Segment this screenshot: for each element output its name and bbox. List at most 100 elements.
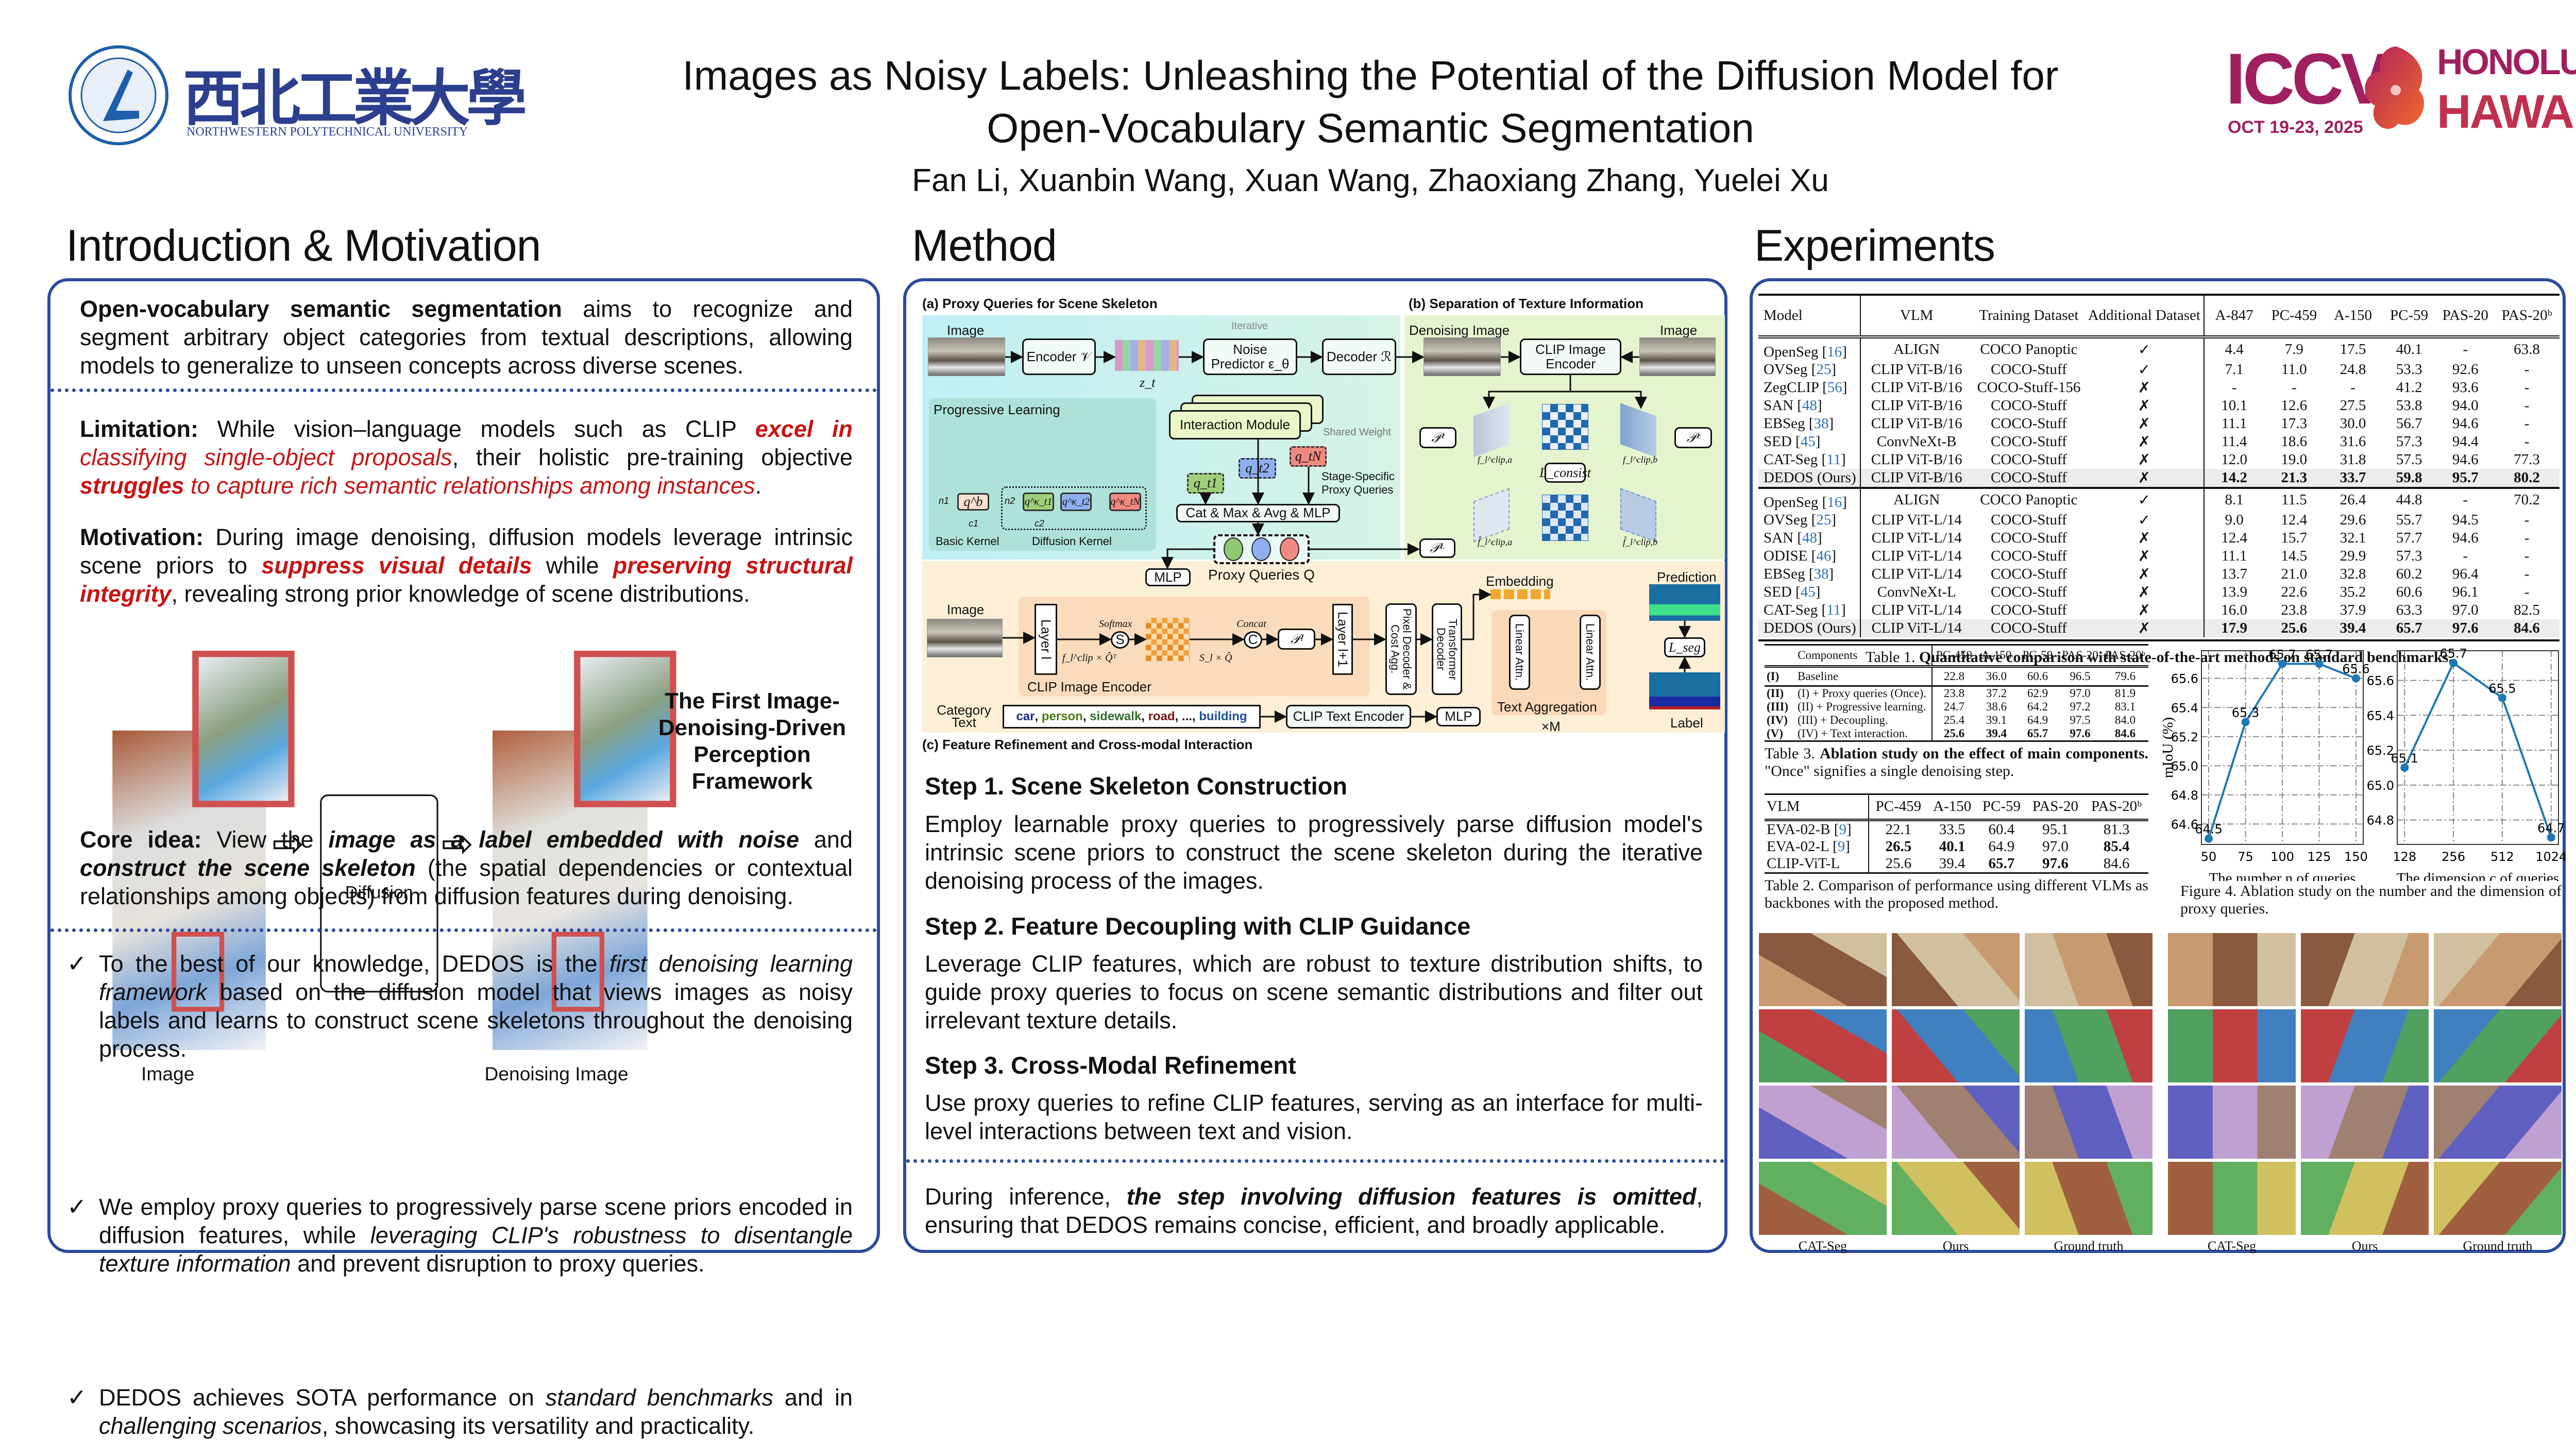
plot-frame bbox=[2397, 650, 2559, 845]
image-label: Image bbox=[1660, 323, 1698, 338]
citation-link[interactable]: 9 bbox=[1837, 838, 1845, 855]
qualitative-caption: Ground truth bbox=[2463, 1239, 2533, 1253]
step-3-title: Step 3. Cross-Modal Refinement bbox=[925, 1052, 1296, 1079]
table-cell: 62.9 bbox=[2027, 686, 2048, 700]
qt1-label: q_t1 bbox=[1193, 476, 1218, 490]
citation-link[interactable]: 25 bbox=[1816, 512, 1832, 528]
data-label: 65.7 bbox=[2439, 647, 2467, 661]
table-cell: 4.4 bbox=[2203, 335, 2264, 361]
query-circle-blue bbox=[1251, 537, 1272, 561]
similarity-matrix-bottom bbox=[1542, 495, 1588, 541]
conference-dates: OCT 19-23, 2025 bbox=[2228, 117, 2363, 137]
column-header: A-150 bbox=[1976, 646, 2017, 668]
qualitative-image bbox=[2024, 1161, 2153, 1235]
table-cell: CLIP ViT-B/16 bbox=[1859, 451, 1973, 469]
column-header: A-847 bbox=[2203, 296, 2264, 337]
model-label: SED bbox=[1764, 433, 1792, 450]
citation-link[interactable]: 9 bbox=[1839, 821, 1846, 838]
citation-link[interactable]: 46 bbox=[1816, 548, 1832, 564]
citation-link[interactable]: 11 bbox=[1826, 602, 1841, 618]
qualitative-caption: Ours bbox=[2351, 1239, 2378, 1253]
table-cell: 32.8 bbox=[2340, 566, 2366, 582]
citation-link[interactable]: 45 bbox=[1800, 433, 1816, 450]
diagram-arrows bbox=[1003, 351, 1691, 723]
pixel-decoder-label: Pixel Decoder & Cost Agg. bbox=[1388, 608, 1414, 690]
progressive-learning-label: Progressive Learning bbox=[934, 402, 1060, 417]
table-cell: (III) bbox=[1767, 700, 1789, 713]
citation-link[interactable]: 56 bbox=[1827, 379, 1842, 396]
table-cell: - bbox=[2203, 379, 2264, 397]
table-cell: ✗ bbox=[2138, 452, 2151, 468]
denoised-zoom-inset bbox=[574, 651, 676, 807]
table-cell: 38.6 bbox=[1986, 700, 2007, 713]
check-icon: ✓ bbox=[67, 1193, 87, 1220]
table-cell: CLIP ViT-B/16 bbox=[1859, 397, 1973, 415]
column-header: PC-459 bbox=[1868, 795, 1928, 821]
table-cell: 39.4 bbox=[1986, 726, 2007, 740]
plot-frame bbox=[2201, 650, 2364, 845]
qualitative-image bbox=[1891, 933, 2020, 1007]
emphasis-text: first denoising learning framework bbox=[99, 951, 853, 1005]
caption-label: Table 3. bbox=[1765, 744, 1815, 762]
table-cell: 8.1 bbox=[2203, 487, 2264, 511]
citation-link[interactable]: 38 bbox=[1814, 566, 1829, 582]
table-cell: CLIP ViT-L/14 bbox=[1859, 511, 1973, 529]
table-cell: - bbox=[2524, 530, 2530, 546]
table-cell: 81.3 bbox=[2103, 821, 2130, 838]
citation-link[interactable]: 11 bbox=[1826, 451, 1841, 468]
table-cell: COCO-Stuff bbox=[1991, 602, 2067, 618]
pc-projector-left: 𝒫ᶜ bbox=[1419, 427, 1456, 448]
table-cell: 25.6 bbox=[2281, 620, 2308, 636]
table-cell: 84.6 bbox=[2114, 726, 2136, 740]
citation-link[interactable]: 16 bbox=[1827, 344, 1842, 360]
x-tick-label: 128 bbox=[2393, 850, 2416, 864]
embedding-tokens bbox=[1490, 589, 1550, 599]
qualitative-image bbox=[2167, 933, 2296, 1007]
table-cell: COCO-Stuff bbox=[1991, 548, 2067, 564]
table-cell: 29.9 bbox=[2340, 548, 2366, 564]
model-name: DEDOS (Ours) bbox=[1758, 469, 1860, 488]
emphasis-text: Limitation: bbox=[80, 416, 198, 442]
table-cell: 39.4 bbox=[1939, 855, 1965, 872]
table-cell: 23.8 bbox=[2281, 602, 2308, 618]
layer-l-label: Layer l bbox=[1038, 619, 1054, 660]
emphasis-text: struggles bbox=[80, 472, 184, 499]
proxy-queries-label: Proxy Queries Q bbox=[1208, 567, 1315, 583]
table-2-caption: Table 2. Comparison of performance using… bbox=[1765, 877, 2148, 912]
citation-link[interactable]: 48 bbox=[1802, 530, 1817, 546]
table-cell: (IV) bbox=[1767, 713, 1788, 726]
table-cell: COCO-Stuff bbox=[1991, 584, 2067, 600]
table-cell: ConvNeXt-B bbox=[1859, 433, 1973, 451]
n1-label: n1 bbox=[939, 496, 950, 506]
citation-link[interactable]: 16 bbox=[1827, 494, 1842, 511]
citation-link[interactable]: 45 bbox=[1800, 584, 1816, 600]
column-header: VLM bbox=[1859, 296, 1973, 337]
contribution-item: ✓We employ proxy queries to progressivel… bbox=[67, 1193, 853, 1278]
table-cell: COCO-Stuff bbox=[1991, 566, 2067, 582]
data-label: 65.7 bbox=[2268, 647, 2296, 662]
table-cell: - bbox=[2524, 512, 2530, 528]
emphasis-text: leveraging CLIP's robustness to disentan… bbox=[99, 1222, 853, 1277]
clip-text-encoder-box: CLIP Text Encoder bbox=[1286, 705, 1411, 729]
table-cell: 11.4 bbox=[2203, 433, 2264, 451]
citation-link[interactable]: 38 bbox=[1814, 415, 1829, 432]
model-label: OpenSeg bbox=[1764, 494, 1819, 511]
table-cell: 96.5 bbox=[2058, 666, 2102, 687]
table-cell: - bbox=[2524, 379, 2530, 396]
table-cell: 77.3 bbox=[2514, 451, 2540, 468]
citation-link[interactable]: 48 bbox=[1802, 397, 1817, 414]
data-point bbox=[2449, 658, 2458, 667]
emphasis-text: standard benchmarks bbox=[545, 1384, 773, 1411]
model-name: EBSeg [38] bbox=[1764, 415, 1834, 432]
citation-link[interactable]: 25 bbox=[1816, 361, 1832, 378]
table-cell: 12.4 bbox=[2203, 529, 2264, 547]
table-cell: 11.5 bbox=[2264, 487, 2325, 511]
table-cell: 82.5 bbox=[2514, 602, 2540, 618]
interaction-module-label: Interaction Module bbox=[1180, 416, 1290, 432]
text-aggregation-label: Text Aggregation bbox=[1497, 699, 1597, 715]
inference-note: During inference, the step involving dif… bbox=[925, 1182, 1703, 1239]
table-cell: 17.5 bbox=[2324, 335, 2382, 361]
